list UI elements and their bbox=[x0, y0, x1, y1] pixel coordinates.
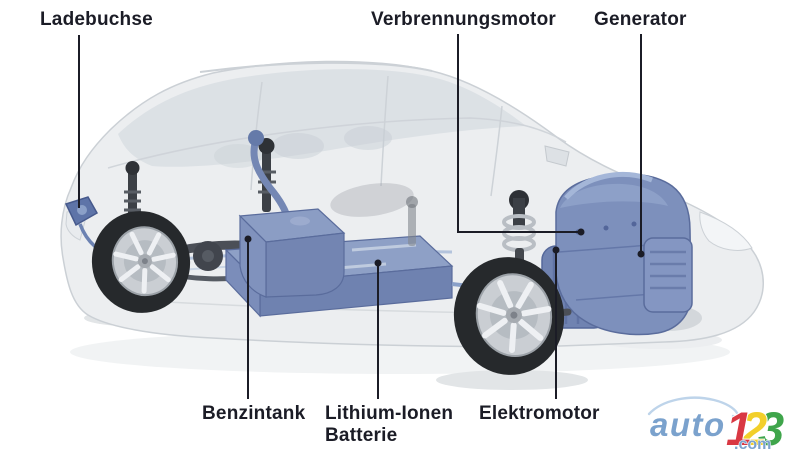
front-rim-spokes bbox=[476, 280, 552, 354]
fuel-tank bbox=[238, 208, 346, 298]
door-seam-mid bbox=[380, 75, 389, 187]
callout-dot-benzintank bbox=[244, 235, 252, 243]
seat-silhouette bbox=[272, 133, 324, 159]
seat-silhouette bbox=[344, 126, 392, 150]
callout-lines bbox=[78, 34, 642, 399]
logo-word: auto bbox=[650, 406, 726, 443]
rear-rim-spokes bbox=[113, 231, 176, 294]
label-lithium-ionen-batterie: Lithium-Ionen Batterie bbox=[325, 403, 453, 447]
car-swoosh-icon bbox=[647, 396, 739, 418]
seat-silhouette bbox=[214, 144, 262, 168]
logo-digit-3: 3 bbox=[758, 402, 784, 452]
label-elektromotor: Elektromotor bbox=[479, 403, 600, 424]
logo-digit-2: 2 bbox=[740, 402, 767, 452]
callout-dot-generator bbox=[637, 250, 645, 258]
hybrid-components bbox=[64, 130, 693, 336]
door-seam-front bbox=[490, 105, 503, 197]
side-mirror bbox=[544, 145, 570, 167]
callout-dot-batterie bbox=[374, 259, 382, 267]
callout-dots bbox=[244, 228, 645, 267]
fuel-filler-cap bbox=[248, 130, 264, 146]
headlight bbox=[699, 211, 753, 251]
callout-dot-verbrennungsmotor bbox=[577, 228, 585, 236]
logo-tld: .com bbox=[734, 436, 771, 452]
rear-wheel bbox=[91, 211, 191, 313]
label-generator: Generator bbox=[594, 9, 687, 30]
label-benzintank: Benzintank bbox=[202, 403, 306, 424]
callout-dot-elektromotor bbox=[552, 246, 560, 254]
label-ladebuchse: Ladebuchse bbox=[40, 9, 153, 30]
logo-digit-1: 1 bbox=[726, 402, 752, 452]
fuel-filler-pipe bbox=[250, 136, 292, 224]
label-verbrennungsmotor: Verbrennungsmotor bbox=[371, 9, 556, 30]
beltline bbox=[107, 117, 567, 169]
auto123-logo: auto 3 2 1 .com bbox=[647, 396, 785, 452]
front-wheel bbox=[453, 257, 565, 375]
callout-line-verbrennungsmotor bbox=[457, 34, 580, 233]
far-front-wheel-ghost bbox=[330, 183, 414, 217]
generator-unit bbox=[643, 237, 693, 313]
roof-line bbox=[199, 61, 433, 73]
label-batterie-line2: Batterie bbox=[325, 425, 398, 446]
label-batterie-line1: Lithium-Ionen bbox=[325, 403, 454, 424]
